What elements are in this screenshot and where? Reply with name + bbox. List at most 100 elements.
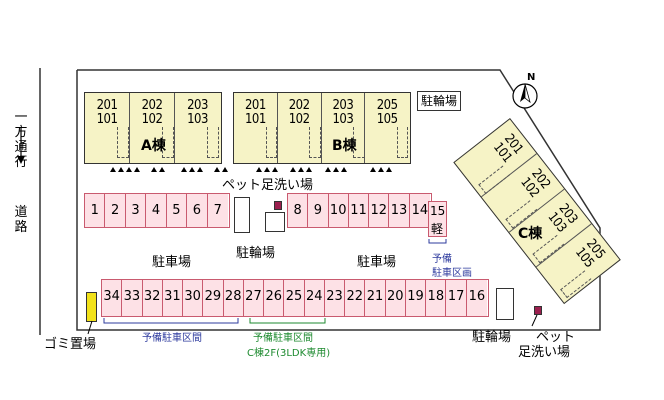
road-label: 道路 [14,205,28,235]
pet-wash-center-label: ペット足洗い場 [222,178,314,193]
compass-icon [512,83,538,109]
parking-space-16: 16 [466,280,487,316]
parking-space-11: 11 [348,194,370,227]
parking-space-19: 19 [405,280,427,316]
parking-space-7: 7 [207,194,228,227]
pet-wash-bottom-label-1: ペット [536,330,576,345]
garbage-area [86,292,97,322]
entrance-marker [341,167,347,172]
parking-space-8: 8 [288,194,309,227]
parking-space-17: 17 [446,280,467,316]
reserve-15-bracket [428,239,447,244]
parking-space-15: 15 軽 [428,201,447,237]
parking-space-32: 32 [142,280,163,316]
parking-space-4: 4 [146,194,167,227]
parking-space-14: 14 [409,194,430,227]
bicycle-bottom-label: 駐輪場 [472,330,512,345]
parking-space-6: 6 [187,194,208,227]
pet-wash-pointer [531,314,538,327]
garbage-pointer [87,320,93,335]
stair-outline [396,127,409,158]
entrance-marker [197,167,203,172]
bicycle-box-bottom [496,288,514,320]
north-compass: N [510,72,540,110]
parking-space-3: 3 [125,194,147,227]
parking-space-26: 26 [264,280,285,316]
entrance-marker [118,167,124,172]
reserve-15-label-2: 駐車区画 [432,268,472,279]
entrance-marker [264,167,270,172]
parking-15-sub: 軽 [431,222,444,236]
stair-outline [265,127,278,158]
garbage-label: ゴミ置場 [44,337,97,352]
pet-wash-center-marker [274,201,282,210]
compass-n-label: N [527,72,536,83]
parking-space-18: 18 [426,280,447,316]
parking-space-25: 25 [284,280,305,316]
parking-space-22: 22 [345,280,366,316]
pet-wash-bottom-label-2: 足洗い場 [518,345,571,360]
building-b-name: B棟 [332,138,357,154]
stair-outline [162,127,175,158]
entrance-marker [189,167,195,172]
parking-right-label: 駐車場 [357,255,397,270]
entrance-marker [290,167,296,172]
entrance-marker [306,167,312,172]
parking-space-31: 31 [162,280,184,316]
entrance-marker [134,167,140,172]
bicycle-box-1 [234,197,250,233]
entrance-marker [272,167,278,172]
parking-15-number: 15 [430,204,446,218]
stair-outline [117,127,130,158]
entrance-marker [222,167,228,172]
reserve-center-label-2: C棟2F(3LDK専用) [247,348,331,359]
parking-space-9: 9 [308,194,329,227]
parking-space-12: 12 [369,194,390,227]
parking-space-1: 1 [85,194,106,227]
parking-space-28: 28 [223,280,244,316]
parking-space-34: 34 [102,280,123,316]
entrance-marker [214,167,220,172]
entrance-marker [151,167,157,172]
parking-space-10: 10 [328,194,349,227]
parking-space-24: 24 [304,280,325,316]
parking-space-2: 2 [105,194,126,227]
entrance-marker [333,167,339,172]
stair-outline [353,127,365,158]
stair-outline [207,127,220,158]
entrance-marker [159,167,165,172]
parking-left-label: 駐車場 [152,255,192,270]
reserve-left-label: 予備駐車区間 [142,333,202,344]
reserve-brackets-bottom [103,318,326,324]
parking-space-33: 33 [122,280,143,316]
parking-space-21: 21 [365,280,386,316]
entrance-marker [126,167,132,172]
entrance-marker [298,167,304,172]
entrance-marker [378,167,384,172]
parking-space-20: 20 [385,280,406,316]
building-a-name: A棟 [141,138,166,154]
entrance-marker [110,167,116,172]
entrance-marker [370,167,376,172]
pet-wash-bottom-marker [534,306,542,315]
bicycle-parking-top: 駐輪場 [417,91,461,111]
reserve-center-label-1: 予備駐車区間 [253,333,313,344]
one-way-label: 一方通行 [14,110,28,170]
bicycle-box-2 [265,212,285,232]
bicycle-center-label: 駐輪場 [236,246,276,261]
